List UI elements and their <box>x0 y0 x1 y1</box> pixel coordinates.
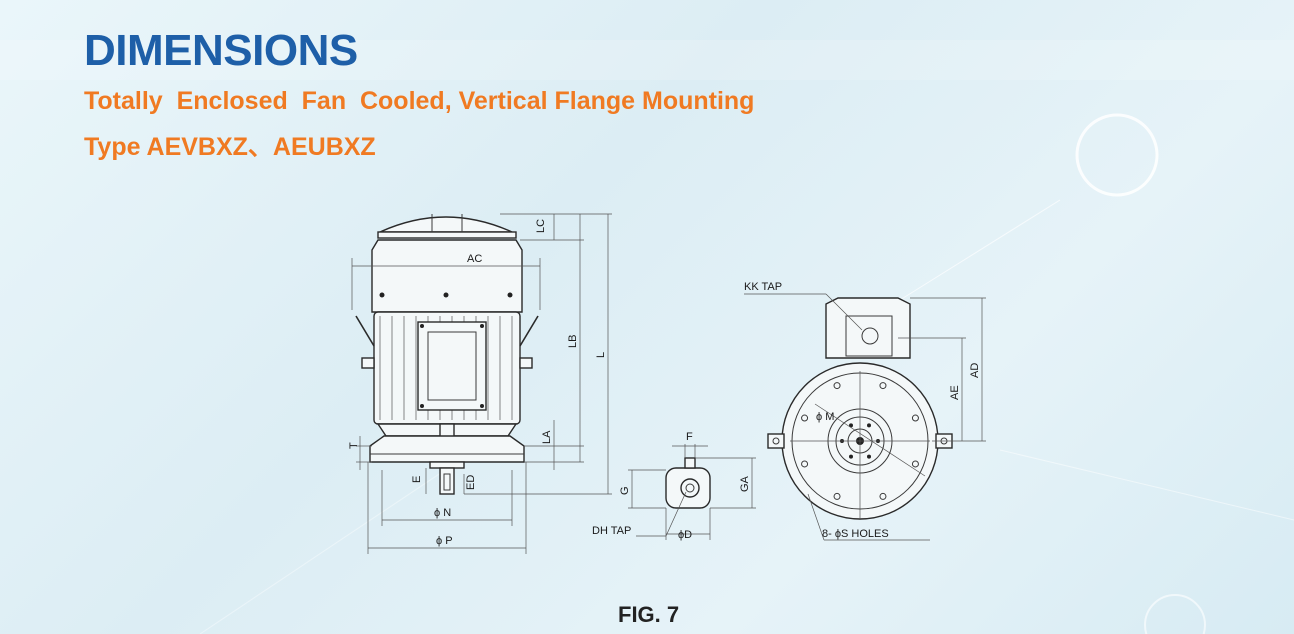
page-subtitle: Totally Enclosed Fan Cooled, Vertical Fl… <box>84 87 755 115</box>
dim-m-label: ϕ M <box>816 411 834 423</box>
flange-bolt-hole <box>911 414 919 422</box>
figure-caption: FIG. 7 <box>618 602 680 627</box>
s-holes-label: 8- ϕS HOLES <box>822 528 889 540</box>
dim-e-label: E <box>411 476 423 483</box>
flange-bolt-hole <box>801 460 809 468</box>
dim-lc-label: LC <box>535 219 547 233</box>
dim-ac-label: AC <box>467 253 482 265</box>
dim-p-label: ϕ P <box>436 535 453 547</box>
dim-f-label: F <box>686 431 693 443</box>
side-dimension-lines <box>351 213 612 554</box>
kk-tap-label: KK TAP <box>744 281 782 293</box>
hub-bolt <box>849 454 853 459</box>
flange-bolt-hole <box>801 414 809 422</box>
flange-bolt-hole <box>833 492 841 500</box>
dim-l-label: L <box>595 352 607 358</box>
dim-ae-label: AE <box>949 385 961 400</box>
flange-bolt-hole <box>879 492 887 500</box>
dim-ga-label: GA <box>739 475 751 492</box>
flange-bolt-hole <box>911 460 919 468</box>
page-title: DIMENSIONS <box>84 26 358 75</box>
dim-lb-label: LB <box>567 335 579 348</box>
motor-side-view <box>355 214 539 495</box>
hub-bolt <box>867 454 871 459</box>
dim-t-label: T <box>348 442 360 449</box>
motor-front-view <box>744 293 986 541</box>
dim-g-label: G <box>619 486 631 495</box>
dim-d-label: ϕD <box>678 529 692 541</box>
model-type-line: Type AEVBXZ、AEUBXZ <box>84 133 376 161</box>
dim-ad-label: AD <box>969 363 981 378</box>
dim-ed-label: ED <box>465 475 477 490</box>
dim-la-label: LA <box>541 430 553 444</box>
flange-bolt-hole <box>833 382 841 390</box>
dh-tap-label: DH TAP <box>592 525 631 537</box>
shaft-end-view <box>628 444 756 540</box>
hub-bolt <box>867 423 871 428</box>
flange-bolt-hole <box>879 382 887 390</box>
dim-n-label: ϕ N <box>434 507 451 519</box>
hub-bolt <box>849 423 853 428</box>
